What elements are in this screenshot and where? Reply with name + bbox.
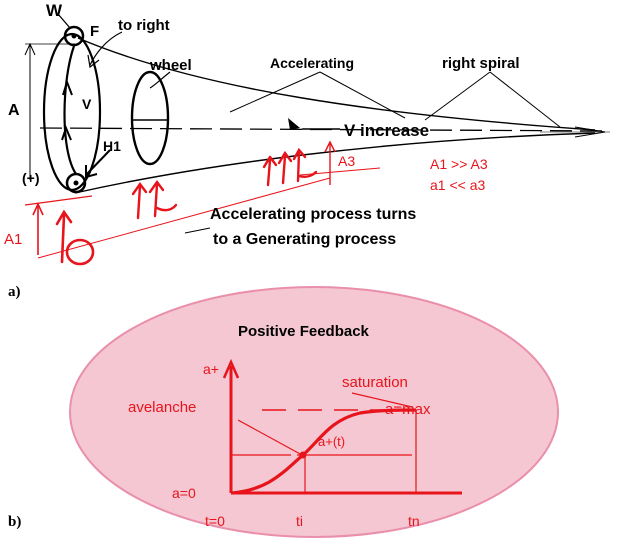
caption-a: a) xyxy=(8,284,21,300)
spiral-lower-curve xyxy=(74,132,596,194)
wheel-ellipse xyxy=(130,70,170,166)
w-pointer xyxy=(57,13,71,29)
label-a-t: a+(t) xyxy=(318,434,345,449)
label-ti: ti xyxy=(296,513,303,529)
avelanche-pointer xyxy=(237,419,303,456)
accelerating-pointer-1 xyxy=(229,71,321,113)
inflection-point xyxy=(299,451,307,459)
velocity-path xyxy=(63,45,77,175)
wheel-pointer xyxy=(149,71,171,89)
hand-arrows-lo xyxy=(55,209,95,266)
saturation-pointer xyxy=(351,392,413,408)
panel-b: Positive Feedback a+ saturation a=max av… xyxy=(8,286,559,538)
accelerating-pointer-2 xyxy=(319,71,406,119)
label-f: F xyxy=(90,23,99,40)
label-v-increase: V increase xyxy=(344,121,429,140)
feedback-ellipse xyxy=(69,286,559,538)
hand-arrows-tt xyxy=(131,179,178,220)
label-tn: tn xyxy=(408,513,420,529)
label-a: A xyxy=(8,102,20,119)
tip-arrow-icon xyxy=(574,126,606,138)
hand-arrows-ttt xyxy=(262,147,318,187)
caption-b: b) xyxy=(8,514,21,530)
y-axis-arrow-icon xyxy=(222,358,240,379)
label-w: W xyxy=(46,1,63,20)
eq-acceleration: a1 << a3 xyxy=(430,177,485,193)
label-a-zero: a=0 xyxy=(172,485,196,501)
to-right-pointer xyxy=(89,31,123,66)
accelerating-point-marker xyxy=(288,118,300,130)
label-v: V xyxy=(82,96,92,112)
label-right-spiral: right spiral xyxy=(442,55,520,72)
label-a-plus: a+ xyxy=(203,361,219,377)
right-spiral-pointer-1 xyxy=(424,71,491,121)
label-a-max: a=max xyxy=(385,401,431,418)
velocity-arrow-icon xyxy=(62,78,73,96)
a1-top-line xyxy=(24,195,93,206)
process-pointer xyxy=(184,227,211,234)
label-to-right: to right xyxy=(118,17,170,34)
h1-arrow xyxy=(85,149,111,176)
top-node xyxy=(63,25,85,47)
process-text-line1: Accelerating process turns xyxy=(210,206,416,223)
label-h1: H1 xyxy=(103,138,121,154)
label-accelerating: Accelerating xyxy=(270,55,354,71)
top-node-dot xyxy=(71,33,77,39)
to-right-arrow-icon xyxy=(87,54,100,69)
spiral-upper-curve xyxy=(77,37,596,131)
bottom-node-dot xyxy=(73,180,79,186)
eq-amplitude: A1 >> A3 xyxy=(430,156,488,172)
panel-a: W to right F wheel Accelerating right sp… xyxy=(4,1,611,300)
process-text-line2: to a Generating process xyxy=(213,231,396,248)
label-avelanche: avelanche xyxy=(128,399,196,416)
h1-arrow-head-icon xyxy=(85,165,98,179)
feedback-title: Positive Feedback xyxy=(238,323,370,340)
a3-arrow-icon xyxy=(324,140,336,153)
growth-curve xyxy=(230,408,417,495)
label-wheel: wheel xyxy=(149,57,192,74)
right-spiral-pointer-2 xyxy=(489,71,561,128)
label-t-zero: t=0 xyxy=(205,513,225,529)
label-plus: (+) xyxy=(22,170,40,186)
label-a1: A1 xyxy=(4,231,22,248)
a1-arrow-icon xyxy=(32,202,44,216)
label-a3: A3 xyxy=(338,153,355,169)
label-saturation: saturation xyxy=(342,374,408,391)
a1-guide-line xyxy=(37,177,331,259)
velocity-arrow2-icon xyxy=(61,125,72,141)
